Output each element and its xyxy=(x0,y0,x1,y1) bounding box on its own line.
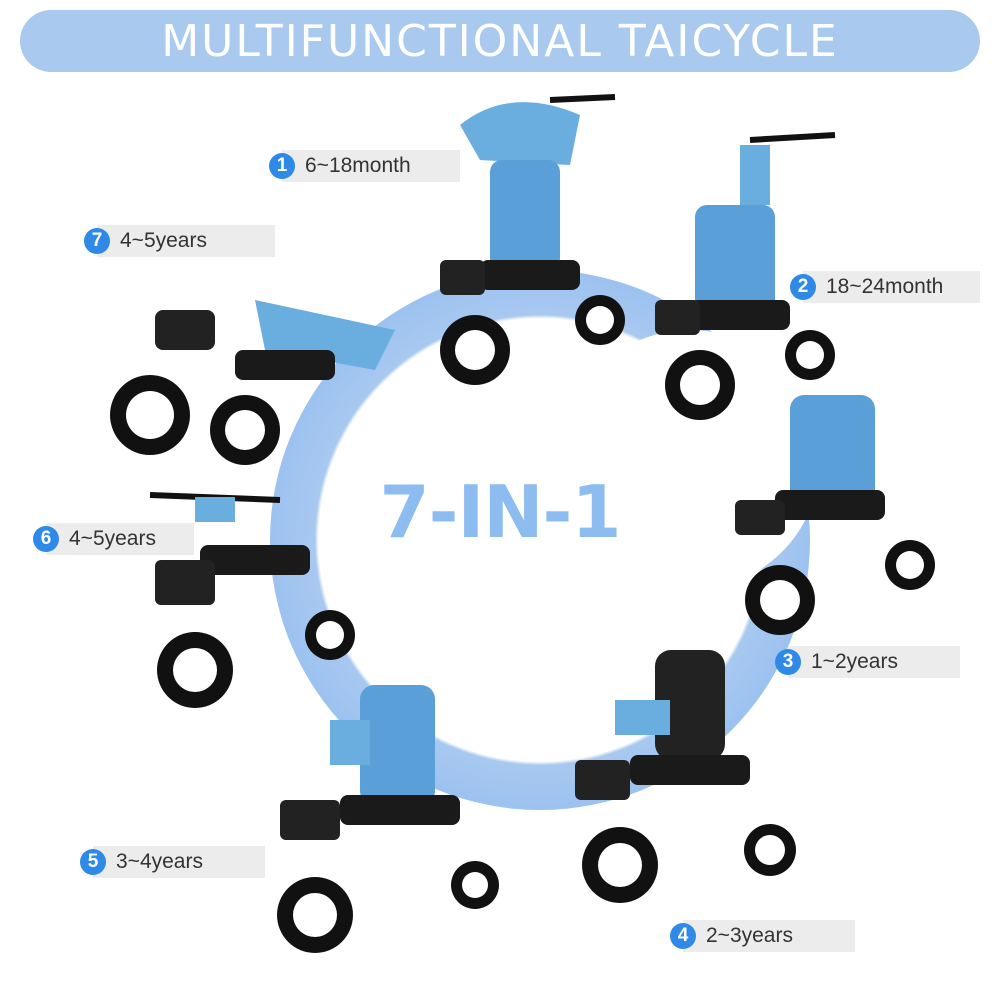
mode-label-6: 6 4~5years xyxy=(33,523,194,555)
mode-label-3: 3 1~2years xyxy=(775,646,960,678)
mode-label-1: 1 6~18month xyxy=(269,150,460,182)
tricycle-mode-4-image xyxy=(575,650,796,903)
mode-age-1: 6~18month xyxy=(305,154,411,177)
mode-age-6: 4~5years xyxy=(69,527,156,550)
mode-number-7: 7 xyxy=(84,228,110,254)
title-banner: MULTIFUNCTIONAL TAICYCLE xyxy=(20,10,980,72)
mode-number-2: 2 xyxy=(790,274,816,300)
mode-age-2: 18~24month xyxy=(826,275,944,298)
center-label: 7-IN-1 xyxy=(379,470,621,554)
tricycle-mode-5-image xyxy=(277,685,499,953)
tricycle-mode-1-image xyxy=(440,94,625,385)
mode-age-4: 2~3years xyxy=(706,924,793,947)
banner-title: MULTIFUNCTIONAL TAICYCLE xyxy=(161,15,839,67)
tricycle-mode-2-image xyxy=(655,132,836,420)
mode-number-5: 5 xyxy=(80,849,106,875)
mode-label-7: 7 4~5years xyxy=(84,225,275,257)
tricycle-mode-7-image xyxy=(110,300,395,465)
mode-age-5: 3~4years xyxy=(116,850,203,873)
mode-label-5: 5 3~4years xyxy=(80,846,265,878)
tricycle-mode-3-image xyxy=(735,395,935,635)
mode-number-4: 4 xyxy=(670,923,696,949)
mode-age-3: 1~2years xyxy=(811,650,898,673)
mode-label-2: 2 18~24month xyxy=(790,271,980,303)
mode-number-1: 1 xyxy=(269,153,295,179)
tricycle-mode-6-image xyxy=(149,492,355,708)
mode-number-3: 3 xyxy=(775,649,801,675)
mode-age-7: 4~5years xyxy=(120,229,207,252)
mode-label-4: 4 2~3years xyxy=(670,920,855,952)
mode-number-6: 6 xyxy=(33,526,59,552)
